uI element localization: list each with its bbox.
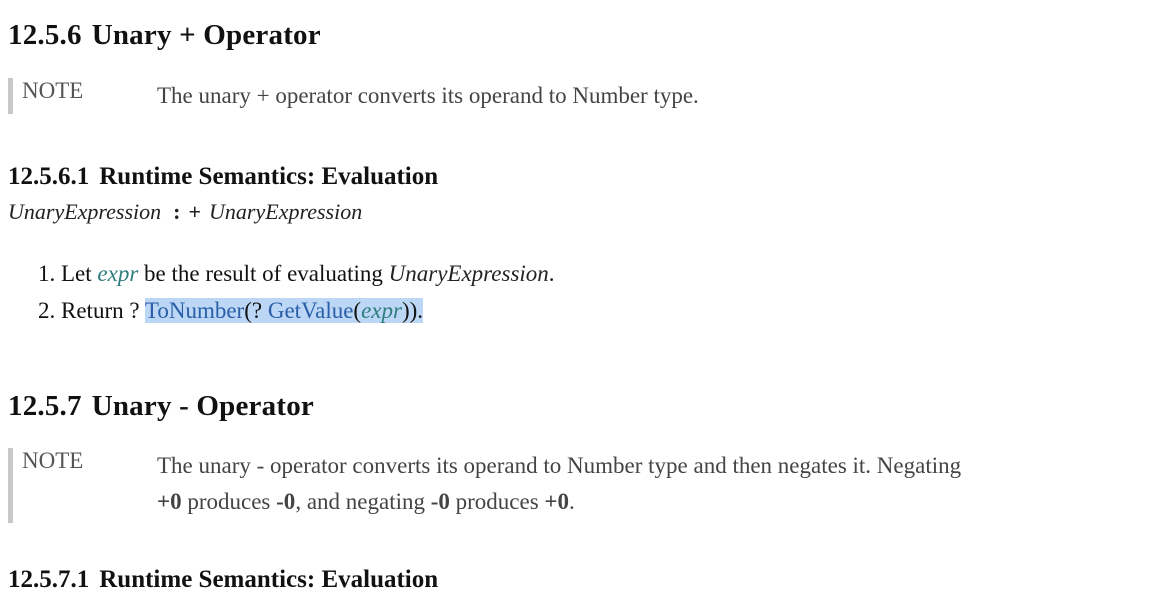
- note-text: The unary + operator converts its operan…: [157, 83, 699, 108]
- note-block: NOTE The unary + operator converts its o…: [8, 78, 1124, 114]
- section-heading-12-5-6: 12.5.6 Unary + Operator: [8, 19, 321, 52]
- section-title: Unary - Operator: [91, 390, 314, 422]
- note-fragment: produces: [181, 489, 277, 514]
- subsection-heading-12-5-6-1: 12.5.6.1 Runtime Semantics: Evaluation: [8, 163, 438, 191]
- section-number: 12.5.6: [8, 19, 82, 51]
- note-label: NOTE: [22, 78, 84, 103]
- note-fragment: , and negating: [295, 489, 431, 514]
- value: -0: [276, 489, 296, 514]
- grammar-rhs: UnaryExpression: [209, 199, 363, 224]
- subsection-title: Runtime Semantics: Evaluation: [99, 163, 439, 190]
- note-text: The unary - operator converts its operan…: [157, 448, 961, 520]
- variable-link[interactable]: expr: [361, 298, 402, 323]
- note-block: NOTE The unary - operator converts its o…: [8, 448, 1134, 523]
- section-heading-12-5-7: 12.5.7 Unary - Operator: [8, 390, 314, 423]
- value: +0: [157, 489, 182, 514]
- step-text: (?: [244, 298, 268, 323]
- variable-link[interactable]: expr: [97, 261, 139, 286]
- grammar-operator: +: [188, 199, 202, 224]
- grammar-production: UnaryExpression: + UnaryExpression: [8, 199, 362, 225]
- note-fragment: .: [569, 489, 575, 514]
- algorithm-step-2: 2. Return ? ToNumber(? GetValue(expr)).: [38, 292, 555, 329]
- step-text: be the result of evaluating: [144, 261, 383, 286]
- grammar-lhs: UnaryExpression: [8, 199, 162, 224]
- value: +0: [544, 489, 570, 514]
- note-line: +0 produces -0, and negating -0 produces…: [157, 484, 961, 520]
- algorithm-step-1: 1. Let expr be the result of evaluating …: [38, 255, 555, 292]
- note-label: NOTE: [22, 448, 84, 473]
- tonumber-link[interactable]: ToNumber: [144, 298, 245, 323]
- algorithm-steps: 1. Let expr be the result of evaluating …: [38, 255, 555, 329]
- section-title: Unary + Operator: [91, 19, 321, 51]
- section-number: 12.5.7: [8, 390, 82, 422]
- subsection-number: 12.5.6.1: [8, 163, 90, 190]
- nonterminal: UnaryExpression: [388, 261, 549, 286]
- step-text: 1. Let: [38, 261, 92, 286]
- step-text: )).: [401, 298, 424, 323]
- step-text: (: [353, 298, 362, 323]
- grammar-colon: :: [173, 199, 181, 224]
- note-fragment: produces: [449, 489, 545, 514]
- note-line: The unary - operator converts its operan…: [157, 453, 962, 478]
- selected-text: ToNumber(? GetValue(expr)).: [144, 298, 424, 323]
- getvalue-link[interactable]: GetValue: [267, 298, 354, 323]
- step-text: 2. Return ?: [38, 298, 140, 323]
- value: -0: [430, 489, 450, 514]
- step-text: .: [548, 261, 555, 286]
